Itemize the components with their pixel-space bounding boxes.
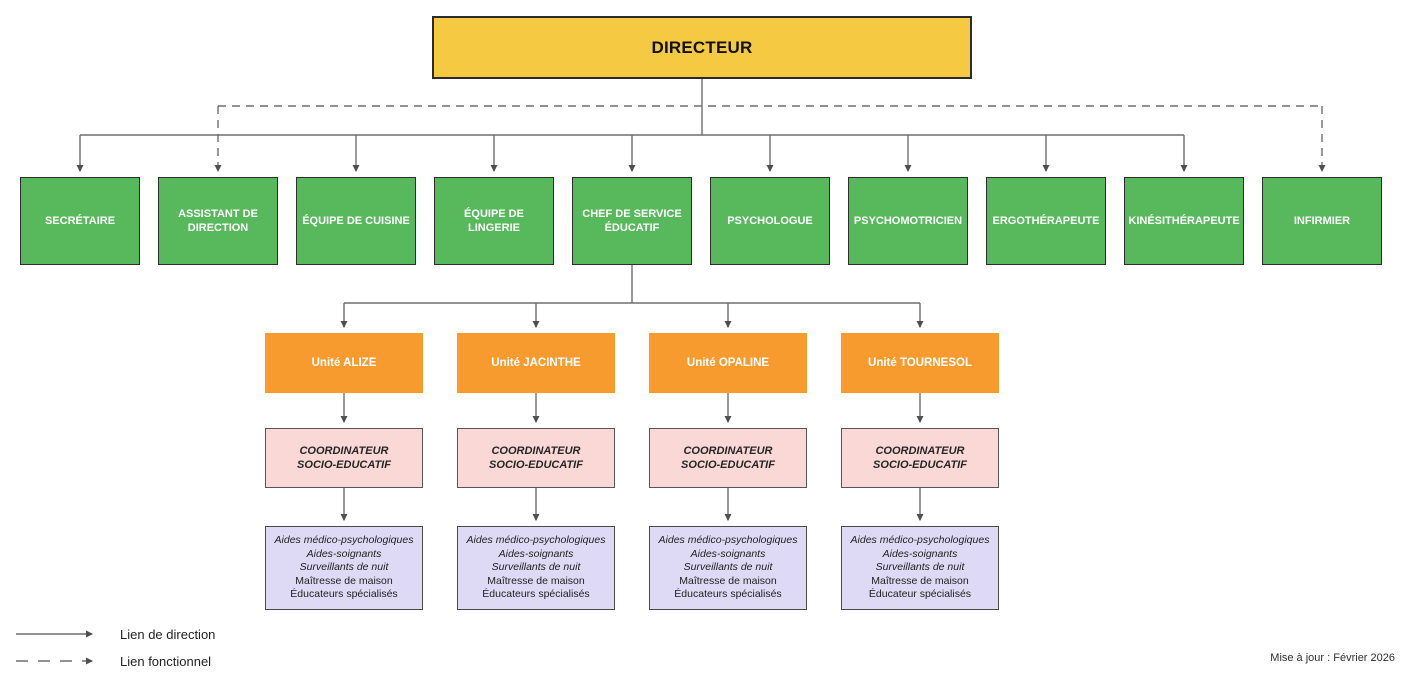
node-unite-jacinthe: Unité JACINTHE xyxy=(457,333,615,393)
team-member-label: Éducateur spécialisés xyxy=(868,588,972,601)
node-ergotherapeute: ERGOTHÉRAPEUTE xyxy=(986,177,1106,265)
team-member-label: Éducateurs spécialisés xyxy=(674,588,782,601)
team-member-label: Aides-soignants xyxy=(306,547,382,560)
update-date-label: Mise à jour : Février 2026 xyxy=(1270,652,1395,664)
team-member-label: Aides-soignants xyxy=(882,547,958,560)
node-assistant-de-direction: ASSISTANT DE DIRECTION xyxy=(158,177,278,265)
node-unite-opaline: Unité OPALINE xyxy=(649,333,807,393)
node-directeur: DIRECTEUR xyxy=(432,16,972,79)
node-coordinateur-opaline: COORDINATEUR SOCIO-EDUCATIF xyxy=(649,428,807,488)
team-member-label: Surveillants de nuit xyxy=(299,561,389,574)
team-member-label: Maîtresse de maison xyxy=(679,574,777,587)
node-coordinateur-tournesol: COORDINATEUR SOCIO-EDUCATIF xyxy=(841,428,999,488)
node-secretaire: SECRÉTAIRE xyxy=(20,177,140,265)
legend-item-fonctionnel: Lien fonctionnel xyxy=(120,654,212,669)
node-coordinateur-jacinthe: COORDINATEUR SOCIO-EDUCATIF xyxy=(457,428,615,488)
team-member-label: Maîtresse de maison xyxy=(487,574,585,587)
node-kinesitherapeute: KINÉSITHÉRAPEUTE xyxy=(1124,177,1244,265)
node-equipe-de-lingerie: ÉQUIPE DE LINGERIE xyxy=(434,177,554,265)
team-member-label: Aides-soignants xyxy=(690,547,766,560)
legend-item-direction: Lien de direction xyxy=(120,627,216,642)
team-member-label: Éducateurs spécialisés xyxy=(482,588,590,601)
team-member-label: Aides-soignants xyxy=(498,547,574,560)
node-coordinateur-alize: COORDINATEUR SOCIO-EDUCATIF xyxy=(265,428,423,488)
team-member-label: Surveillants de nuit xyxy=(683,561,773,574)
team-member-label: Éducateurs spécialisés xyxy=(290,588,398,601)
team-member-label: Surveillants de nuit xyxy=(491,561,581,574)
functional-link-lines xyxy=(214,105,1326,172)
team-member-label: Aides médico-psychologiques xyxy=(274,534,414,547)
node-psychomotricien: PSYCHOMOTRICIEN xyxy=(848,177,968,265)
node-infirmier: INFIRMIER xyxy=(1262,177,1382,265)
team-member-label: Aides médico-psychologiques xyxy=(658,534,798,547)
node-chef-de-service-educatif: CHEF DE SERVICE ÉDUCATIF xyxy=(572,177,692,265)
team-member-label: Aides médico-psychologiques xyxy=(466,534,606,547)
team-member-label: Maîtresse de maison xyxy=(295,574,393,587)
node-unite-alize: Unité ALIZE xyxy=(265,333,423,393)
direction-link-lines xyxy=(76,79,1188,521)
node-equipe-tournesol: Aides médico-psychologiques Aides-soigna… xyxy=(841,526,999,610)
legend-arrow-samples xyxy=(16,630,93,665)
team-member-label: Surveillants de nuit xyxy=(875,561,965,574)
node-equipe-de-cuisine: ÉQUIPE DE CUISINE xyxy=(296,177,416,265)
node-unite-tournesol: Unité TOURNESOL xyxy=(841,333,999,393)
team-member-label: Aides médico-psychologiques xyxy=(850,534,990,547)
node-equipe-alize: Aides médico-psychologiques Aides-soigna… xyxy=(265,526,423,610)
node-psychologue: PSYCHOLOGUE xyxy=(710,177,830,265)
node-equipe-opaline: Aides médico-psychologiques Aides-soigna… xyxy=(649,526,807,610)
team-member-label: Maîtresse de maison xyxy=(871,574,969,587)
node-equipe-jacinthe: Aides médico-psychologiques Aides-soigna… xyxy=(457,526,615,610)
